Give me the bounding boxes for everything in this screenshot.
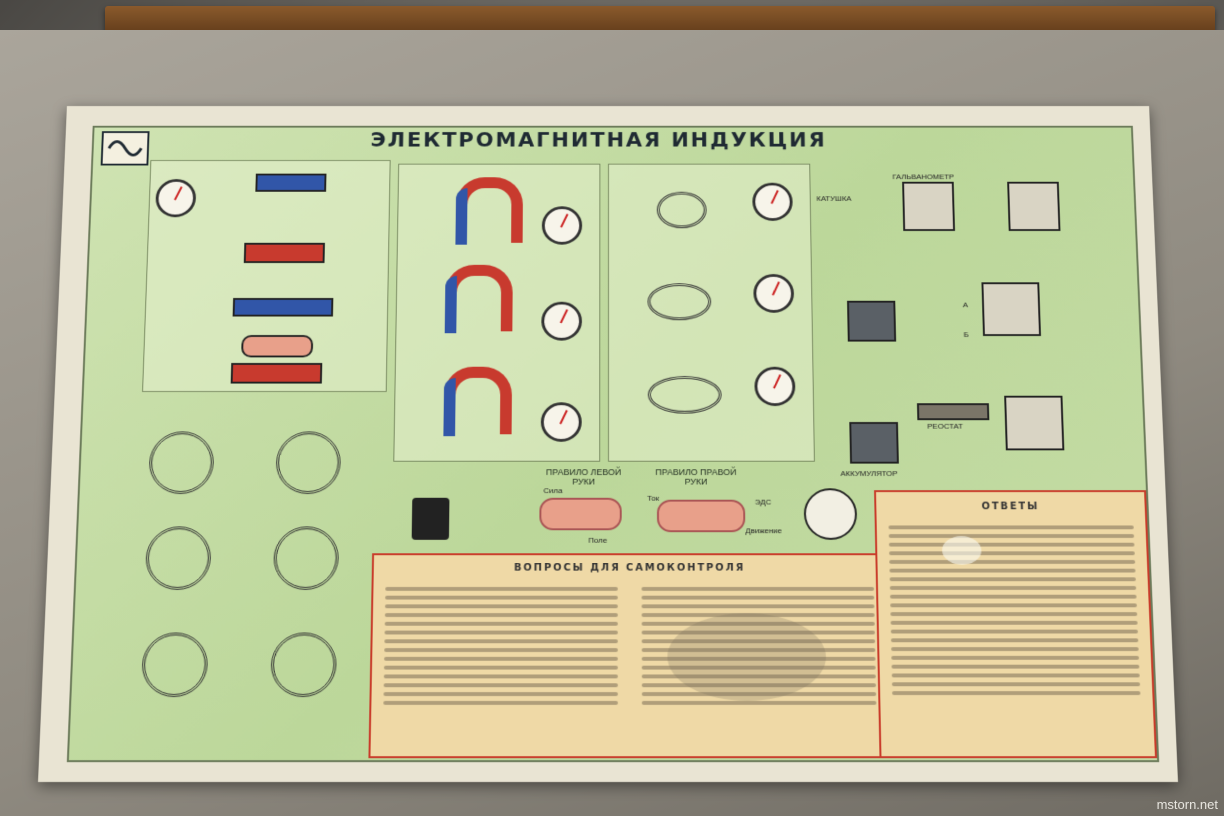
magnet-south-block [243,242,325,264]
coil-icon [144,526,212,590]
left-hand-icon [539,497,622,531]
galvanometer-icon [541,301,582,341]
motion-label: Движение [745,526,782,536]
stain [667,613,827,701]
quiz-heading: ВОПРОСЫ ДЛЯ САМОКОНТРОЛЯ [513,562,746,574]
emf-label: ЭДС [754,497,772,507]
galvanometer-icon [754,366,796,407]
current-label: Ток [647,493,660,503]
label-b: Б [963,330,969,339]
answers-text [877,521,1153,700]
magnet-north-block-2 [232,298,334,317]
galvanometer-label: ГАЛЬВАНОМЕТР [892,172,955,181]
answers-heading: ОТВЕТЫ [981,501,1040,513]
galvanometer-icon [541,206,583,245]
galvanometer-icon [753,274,795,313]
hand-illustration [241,335,314,358]
field-coils-panel [89,403,375,750]
horseshoe-magnet-icon [444,264,513,332]
coil-label: КАТУШКА [816,194,852,203]
horseshoe-magnet-icon [455,177,524,243]
galvanometer-icon [752,182,793,221]
face-character-icon [803,488,858,540]
coil-icon [272,526,340,590]
galvanometer-icon [155,179,197,218]
poster-body: ЭЛЕКТРОМАГНИТНАЯ ИНДУКЦИЯ [66,125,1160,763]
right-hand-rule-heading: ПРАВИЛО ПРАВОЙ РУКИ [655,467,737,487]
galvanometer-icon [902,181,956,231]
field-label: Поле [588,536,608,545]
label-a: А [962,300,969,310]
battery-icon [849,422,899,464]
magnet-north-block [255,173,327,192]
coil-icon [647,376,722,414]
rheostat-label: РЕОСТАТ [927,422,964,431]
horseshoe-magnet-panel [393,163,601,462]
poster: ЭЛЕКТРОМАГНИТНАЯ ИНДУКЦИЯ [38,106,1178,782]
poster-title: ЭЛЕКТРОМАГНИТНАЯ ИНДУКЦИЯ [370,129,827,152]
right-hand-icon [656,499,746,533]
sine-wave-logo [100,131,150,166]
galvanometer-icon [1007,181,1061,231]
robot-character-icon [411,497,450,540]
conductor-panel [142,160,391,392]
coil-icon [275,431,342,494]
battery-icon [847,300,897,342]
coil-icon [656,191,707,229]
coil-icon [148,431,215,494]
coil-icon [270,632,338,698]
answers-box: ОТВЕТЫ [874,490,1158,759]
force-label: Сила [543,486,563,495]
galvanometer-icon [981,282,1041,336]
questions-column-left [371,582,630,710]
rheostat-icon [916,403,990,421]
galvanometer-experiments-panel: ГАЛЬВАНОМЕТР КАТУШКА А Б РЕОСТАТ АККУМУЛ… [816,155,1134,479]
accumulator-label: АККУМУЛЯТОР [840,469,898,478]
watermark: mstorn.net [1156,797,1218,812]
coil-icon [140,632,209,698]
magnet-south-block-2 [230,362,323,384]
coil-turns-panel [608,163,815,462]
galvanometer-icon [540,402,582,442]
galvanometer-icon [1004,395,1065,451]
coil-icon [647,283,712,321]
horseshoe-magnet-icon [443,366,513,435]
stain [941,536,982,565]
left-hand-rule-heading: ПРАВИЛО ЛЕВОЙ РУКИ [546,467,622,487]
